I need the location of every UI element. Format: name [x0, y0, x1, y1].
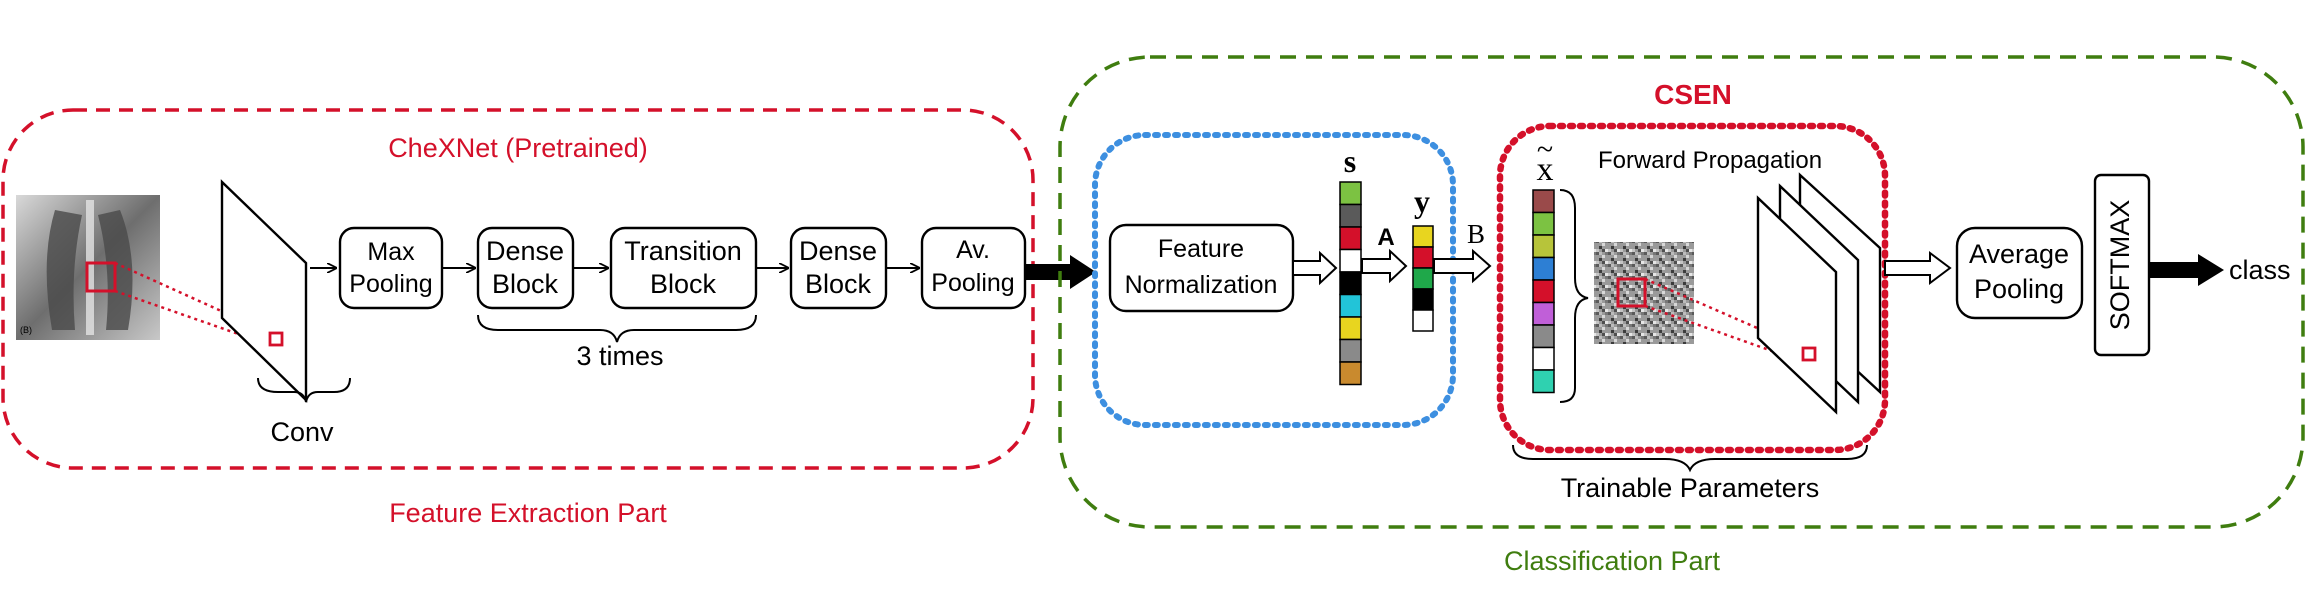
forward-propagation-label: Forward Propagation	[1598, 147, 1822, 174]
transition-block-line-1: Transition	[624, 236, 742, 266]
x-vector-cell	[1532, 369, 1555, 394]
class-label: class	[2229, 255, 2291, 285]
max-pooling-line-2: Pooling	[349, 270, 432, 298]
dense-block-1: Dense Block	[476, 226, 575, 310]
dense-block-2: Dense Block	[789, 226, 888, 310]
dense-block-1-line-1: Dense	[486, 236, 564, 266]
csen-layer-1	[1756, 195, 1838, 415]
conv-kernel-box	[268, 331, 284, 347]
y-vector-cell	[1412, 288, 1434, 311]
dense-block-2-line-1: Dense	[799, 236, 877, 266]
s-label: s	[1344, 143, 1356, 179]
x-vector-cell	[1532, 324, 1555, 349]
a-label: A	[1377, 224, 1394, 251]
s-vector-cell	[1339, 248, 1362, 273]
average-pooling-block: Average Pooling	[1955, 226, 2084, 320]
layer-kernel-box	[1801, 346, 1817, 362]
x-vector-cell	[1532, 256, 1555, 281]
class-arrow	[2150, 254, 2224, 286]
classification-label: Classification Part	[1504, 546, 1721, 576]
x-tilde: ~	[1537, 133, 1553, 166]
csen-region	[1496, 122, 1889, 454]
hollow-arrow-to-s	[1292, 250, 1338, 286]
y-vector-cell	[1412, 246, 1434, 269]
conv-label: Conv	[270, 417, 334, 447]
feature-norm-line-1: Feature	[1158, 235, 1244, 263]
repeat-brace	[477, 314, 757, 343]
csen-title: CSEN	[1654, 79, 1732, 110]
hollow-arrow-a	[1361, 248, 1408, 284]
x-vector-cell	[1532, 346, 1555, 371]
s-vector-cell	[1339, 361, 1362, 386]
xray-focus-box	[85, 261, 117, 293]
s-vector-cell	[1339, 293, 1362, 318]
s-vector-cell	[1339, 226, 1362, 251]
dense-block-1-line-2: Block	[492, 269, 559, 299]
chexnet-title: CheXNet (Pretrained)	[388, 133, 648, 163]
av-pooling-line-2: Pooling	[931, 269, 1014, 297]
x-vector	[1532, 189, 1555, 394]
feature-extraction-region	[1, 108, 1035, 470]
y-vector-cell	[1412, 309, 1434, 332]
conv-layer	[220, 179, 308, 403]
s-vector-cell	[1339, 316, 1362, 341]
x-vector-cell	[1532, 211, 1555, 236]
y-vector	[1412, 225, 1434, 332]
x-vector-cell	[1532, 301, 1555, 326]
softmax-block: SOFTMAX	[2093, 173, 2151, 357]
x-label: x	[1537, 151, 1554, 188]
feature-normalization-block: Feature Normalization	[1108, 223, 1295, 313]
av-pooling-line-1: Av.	[956, 236, 990, 264]
x-vector-cell	[1532, 234, 1555, 259]
max-pooling-line-1: Max	[367, 238, 415, 266]
hollow-arrow-b	[1433, 248, 1492, 284]
max-pooling-block: Max Pooling	[338, 226, 444, 310]
trainable-parameters-label: Trainable Parameters	[1561, 473, 1820, 503]
x-vector-cell	[1532, 279, 1555, 304]
hollow-arrow-to-avg	[1884, 251, 1952, 285]
feature-norm-line-2: Normalization	[1125, 271, 1278, 299]
trainable-brace	[1512, 444, 1868, 473]
av-pooling-block: Av. Pooling	[920, 226, 1027, 310]
y-vector-cell	[1412, 225, 1434, 248]
normalization-region	[1092, 132, 1456, 428]
s-vector	[1339, 181, 1362, 386]
dense-block-2-line-2: Block	[805, 269, 872, 299]
s-vector-cell	[1339, 203, 1362, 228]
classification-region	[1058, 55, 2305, 529]
y-vector-cell	[1412, 267, 1434, 290]
x-brace	[1559, 189, 1589, 403]
feature-extraction-label: Feature Extraction Part	[389, 498, 667, 528]
b-label: B	[1467, 219, 1485, 249]
conv-brace	[257, 377, 351, 403]
y-label: y	[1414, 183, 1430, 219]
average-pooling-line-1: Average	[1969, 239, 2069, 269]
repeat-label: 3 times	[576, 341, 663, 371]
csen-focus-box	[1616, 277, 1647, 308]
s-vector-cell	[1339, 338, 1362, 363]
transition-block-line-2: Block	[650, 269, 717, 299]
x-vector-cell	[1532, 189, 1555, 214]
average-pooling-line-2: Pooling	[1974, 274, 2064, 304]
s-vector-cell	[1339, 271, 1362, 296]
transition-block: Transition Block	[609, 226, 758, 310]
xray-tag: (B)	[20, 325, 32, 335]
softmax-label: SOFTMAX	[2105, 200, 2135, 331]
s-vector-cell	[1339, 181, 1362, 206]
